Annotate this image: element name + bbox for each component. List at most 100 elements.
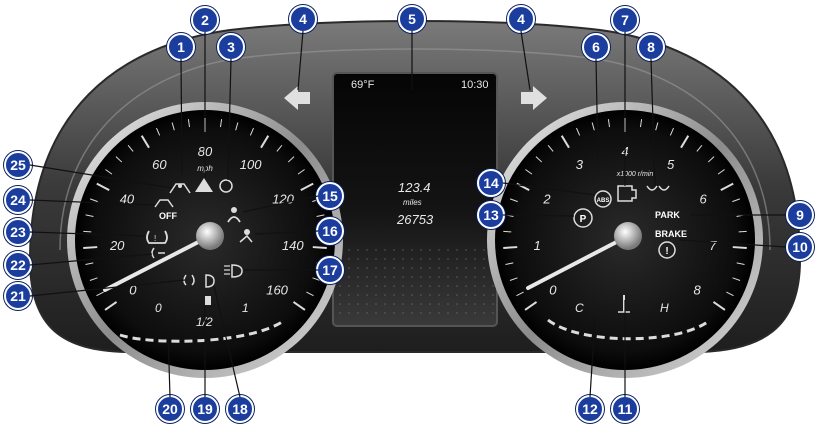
speed-tick xyxy=(235,122,239,131)
speedometer-hub xyxy=(196,222,224,250)
headlight-icon xyxy=(205,274,215,288)
esp-off-icon xyxy=(154,199,174,208)
speed-tick xyxy=(297,169,305,175)
callout-1: 1 xyxy=(167,33,195,61)
callout-21: 21 xyxy=(4,282,32,310)
rpm-tick xyxy=(726,291,734,297)
rpm-unit-label: x1000 r/min xyxy=(616,171,654,178)
callout-9: 9 xyxy=(786,201,814,229)
trip-unit: miles xyxy=(403,198,422,207)
callout-20: 20 xyxy=(156,395,184,423)
speed-tick xyxy=(300,182,314,192)
rpm-tick xyxy=(738,230,747,233)
rpm-tick xyxy=(732,246,747,249)
callout-14: 14 xyxy=(477,169,505,197)
rpm-tick xyxy=(591,122,595,131)
callout-7: 7 xyxy=(611,6,639,34)
parking-brake-icon: P xyxy=(573,208,593,228)
speed-tick xyxy=(306,291,314,297)
brake-warning-icon: ! xyxy=(658,241,676,259)
speed-tick xyxy=(83,246,98,249)
speed-number-0: 0 xyxy=(129,282,137,297)
tachometer-needle xyxy=(526,234,630,290)
callout-13: 13 xyxy=(477,201,505,229)
callout-10: 10 xyxy=(786,233,814,261)
callout-24: 24 xyxy=(4,186,32,214)
rpm-number-4: 4 xyxy=(621,144,628,159)
speed-number-140: 140 xyxy=(282,238,304,253)
tachometer-hub xyxy=(614,222,642,250)
callout-15: 15 xyxy=(316,182,344,210)
speed-tick xyxy=(249,127,254,136)
rpm-number-0: 0 xyxy=(549,282,557,297)
speed-tick xyxy=(171,122,175,131)
steering-warning-icon xyxy=(219,179,233,193)
rpm-tick xyxy=(509,277,518,281)
airbag-off-icon xyxy=(239,229,253,243)
screen-texture xyxy=(339,249,494,314)
odometer: 26753 xyxy=(397,212,434,227)
glow-plug-icon xyxy=(646,185,670,191)
callout-25: 25 xyxy=(4,151,32,179)
seatbelt-warning-icon xyxy=(227,207,241,223)
rpm-tick xyxy=(503,246,518,249)
callout-4-right: 4 xyxy=(507,5,535,33)
svg-text:!: ! xyxy=(154,234,156,243)
outside-temperature: 69°F xyxy=(351,79,375,91)
rpm-tick xyxy=(712,301,726,311)
speed-tick xyxy=(312,246,327,249)
rpm-tick xyxy=(655,122,659,131)
callout-17: 17 xyxy=(316,256,344,284)
rpm-tick xyxy=(696,144,703,152)
speed-tick xyxy=(127,144,134,152)
fuel-full-label: 1 xyxy=(242,301,249,315)
high-beam-icon xyxy=(224,264,243,278)
callout-23: 23 xyxy=(4,218,32,246)
speed-tick xyxy=(292,301,306,311)
speed-tick xyxy=(140,135,150,149)
callout-4-left: 4 xyxy=(289,5,317,33)
rpm-tick xyxy=(732,277,741,281)
rpm-tick xyxy=(516,291,524,297)
rpm-tick xyxy=(680,135,690,149)
brake-label: BRAKE xyxy=(655,229,687,239)
rpm-number-5: 5 xyxy=(667,157,675,172)
temp-hot-label: H xyxy=(660,301,669,315)
callout-2: 2 xyxy=(191,6,219,34)
abs-icon: ABS xyxy=(594,190,612,208)
speed-tick xyxy=(115,156,123,163)
callout-5: 5 xyxy=(398,5,426,33)
svg-text:!: ! xyxy=(665,246,668,257)
callout-3: 3 xyxy=(217,33,245,61)
speed-number-20: 20 xyxy=(109,238,125,253)
rpm-tick xyxy=(720,182,734,192)
fuel-pump-icon xyxy=(205,296,211,305)
rpm-number-7: 7 xyxy=(709,238,717,253)
speed-tick xyxy=(260,135,270,149)
speed-tick xyxy=(312,277,321,281)
speed-unit-label: mph xyxy=(197,164,213,173)
speed-number-80: 80 xyxy=(198,144,213,159)
speed-tick xyxy=(276,144,283,152)
speed-tick xyxy=(287,156,295,163)
rpm-tick xyxy=(576,127,581,136)
speed-number-120: 120 xyxy=(272,191,294,206)
callout-6: 6 xyxy=(582,33,610,61)
rpm-tick xyxy=(560,135,570,149)
rpm-tick xyxy=(525,169,533,175)
speed-tick xyxy=(85,214,94,218)
callout-19: 19 xyxy=(191,395,219,423)
rpm-tick xyxy=(503,230,512,233)
svg-text:P: P xyxy=(580,214,587,225)
check-engine-icon xyxy=(617,185,637,202)
park-label: PARK xyxy=(655,210,680,220)
fuel-gauge-arc xyxy=(119,318,286,343)
rpm-tick xyxy=(732,198,741,203)
rpm-tick xyxy=(736,262,745,265)
esp-off-label: OFF xyxy=(159,211,177,221)
temp-gauge-arc xyxy=(547,318,711,341)
rpm-number-6: 6 xyxy=(699,191,707,206)
speed-number-60: 60 xyxy=(152,157,167,172)
